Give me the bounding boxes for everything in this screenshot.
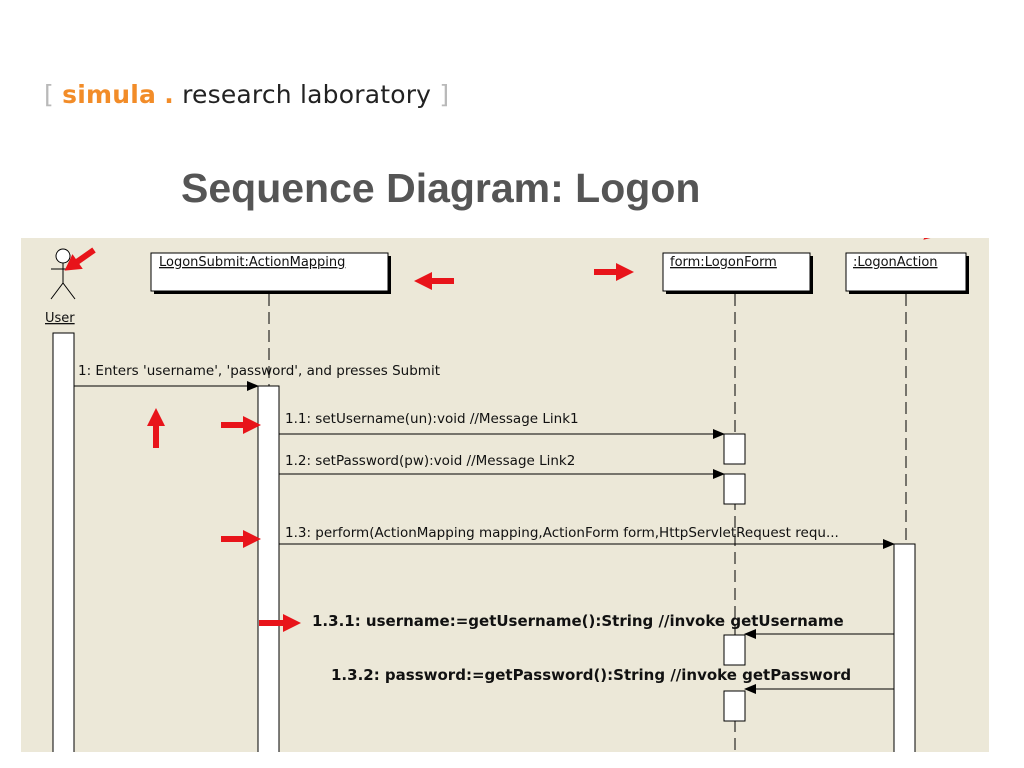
annotation-arrow-actionmapping [414,272,454,290]
annotation-arrow-logonform [594,263,634,281]
logo-open-bracket: [ [44,80,54,109]
message-1-1-label: 1.1: setUsername(un):void //Message Link… [285,411,579,427]
annotation-arrow-message-1-3-1 [259,614,301,632]
annotation-arrow-actor [64,247,96,271]
diagram-canvas: User LogonSubmit:ActionMapping form:Logo… [45,238,969,752]
sequence-diagram: User LogonSubmit:ActionMapping form:Logo… [21,238,989,752]
annotation-arrow-message-1-1 [221,416,261,434]
logo-dot: . [164,80,174,109]
message-arrows [74,381,895,694]
actor-label: User [45,311,75,326]
message-1-3-2-label: 1.3.2: password:=getPassword():String //… [331,666,851,684]
object-logonform: form:LogonForm [662,252,813,294]
annotation-arrow-message-1-3 [221,530,261,548]
annotation-arrow-logonaction [923,238,943,240]
logo-brand: simula [62,80,157,109]
object-logonaction: :LogonAction [845,252,969,294]
simula-logo: [ simula . research laboratory ] [44,80,449,109]
message-1-label: 1: Enters 'username', 'password', and pr… [78,363,440,379]
lifelines [268,294,907,752]
slide-title: Sequence Diagram: Logon [181,165,701,211]
message-1-3-1-label: 1.3.1: username:=getUsername():String //… [312,612,844,630]
object-actionmapping: LogonSubmit:ActionMapping [150,252,391,294]
object-logonform-label: form:LogonForm [670,255,777,270]
annotation-arrow-message-1 [147,408,165,448]
message-1-3-label: 1.3: perform(ActionMapping mapping,Actio… [285,525,839,541]
object-logonaction-label: :LogonAction [853,255,938,270]
object-actionmapping-label: LogonSubmit:ActionMapping [159,255,345,270]
annotation-arrows [64,238,943,632]
activation-bars [52,332,916,752]
logo-close-bracket: ] [439,80,450,109]
user-actor-icon [50,248,76,300]
logo-text: research laboratory [182,80,432,109]
message-1-2-label: 1.2: setPassword(pw):void //Message Link… [285,453,575,469]
